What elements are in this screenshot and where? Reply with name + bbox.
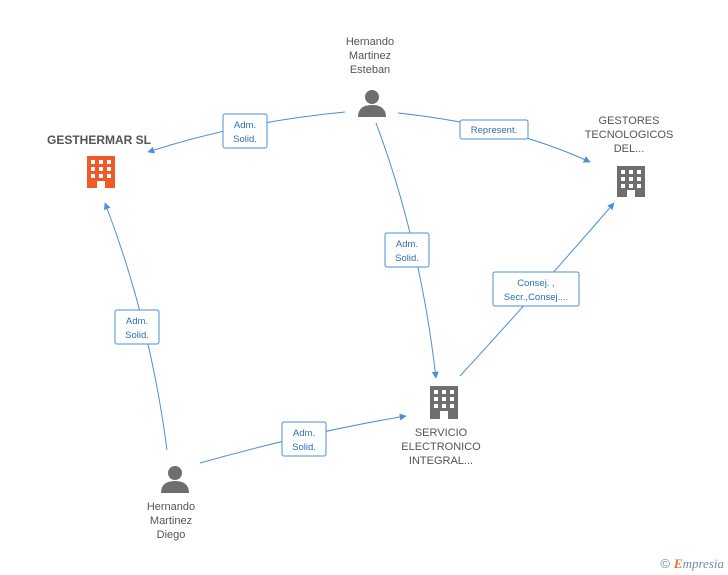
edge-label-e1-line2: Solid. [233, 134, 257, 145]
edge-label-e4-line1: Consej. , [517, 278, 555, 289]
building-icon [617, 166, 645, 197]
node-diego-label-line2: Martinez [150, 515, 192, 527]
brand-name: mpresia [682, 556, 724, 571]
node-servicio-electronico[interactable]: SERVICIO ELECTRONICO INTEGRAL... [401, 386, 481, 467]
node-diego-label-line3: Diego [157, 529, 186, 541]
building-icon [87, 156, 115, 188]
edge-label-e6-line1: Adm. [293, 428, 315, 439]
node-servicio-label-line1: SERVICIO [415, 427, 468, 439]
node-gestores-label-line2: TECNOLOGICOS [585, 129, 674, 141]
edge-label-e4-line2: Secr.,Consej.... [504, 292, 568, 303]
edge-label-e1[interactable]: Adm. Solid. [222, 113, 268, 149]
node-gesthermar-sl[interactable]: GESTHERMAR SL [47, 133, 151, 188]
node-gestores-label-line3: DEL... [614, 143, 645, 155]
person-icon [358, 90, 386, 117]
edge-label-e2[interactable]: Represent. [459, 119, 529, 140]
node-hernando-martinez-esteban[interactable]: Hernando Martinez Esteban [346, 36, 394, 117]
edge-label-e5-line1: Adm. [126, 316, 148, 327]
node-esteban-label-line1: Hernando [346, 36, 394, 48]
building-icon [430, 386, 458, 419]
node-hernando-martinez-diego[interactable]: Hernando Martinez Diego [147, 466, 195, 541]
edge-label-e3[interactable]: Adm. Solid. [384, 232, 430, 268]
node-gestores-tecnologicos[interactable]: GESTORES TECNOLOGICOS DEL... [585, 115, 674, 197]
brand-initial: E [673, 556, 683, 571]
node-servicio-label-line2: ELECTRONICO [401, 441, 481, 453]
edge-label-e3-line1: Adm. [396, 239, 418, 250]
node-esteban-label-line3: Esteban [350, 64, 390, 76]
edge-label-e6-line2: Solid. [292, 442, 316, 453]
node-esteban-label-line2: Martinez [349, 50, 391, 62]
node-gestores-label-line1: GESTORES [599, 115, 660, 127]
node-diego-label-line1: Hernando [147, 501, 195, 513]
edge-label-e2-line1: Represent. [471, 125, 517, 136]
edge-label-e5-line2: Solid. [125, 330, 149, 341]
edge-label-e4[interactable]: Consej. , Secr.,Consej.... [492, 271, 580, 307]
person-icon [161, 466, 189, 493]
node-servicio-label-line3: INTEGRAL... [409, 455, 473, 467]
copyright-icon: © [660, 556, 670, 571]
edge-label-e5[interactable]: Adm. Solid. [114, 309, 160, 345]
edge-label-e1-line1: Adm. [234, 120, 256, 131]
node-gesthermar-label: GESTHERMAR SL [47, 133, 151, 147]
empresia-watermark: ©Empresia [660, 556, 724, 572]
edge-label-e6[interactable]: Adm. Solid. [281, 421, 327, 457]
edge-label-e3-line2: Solid. [395, 253, 419, 264]
